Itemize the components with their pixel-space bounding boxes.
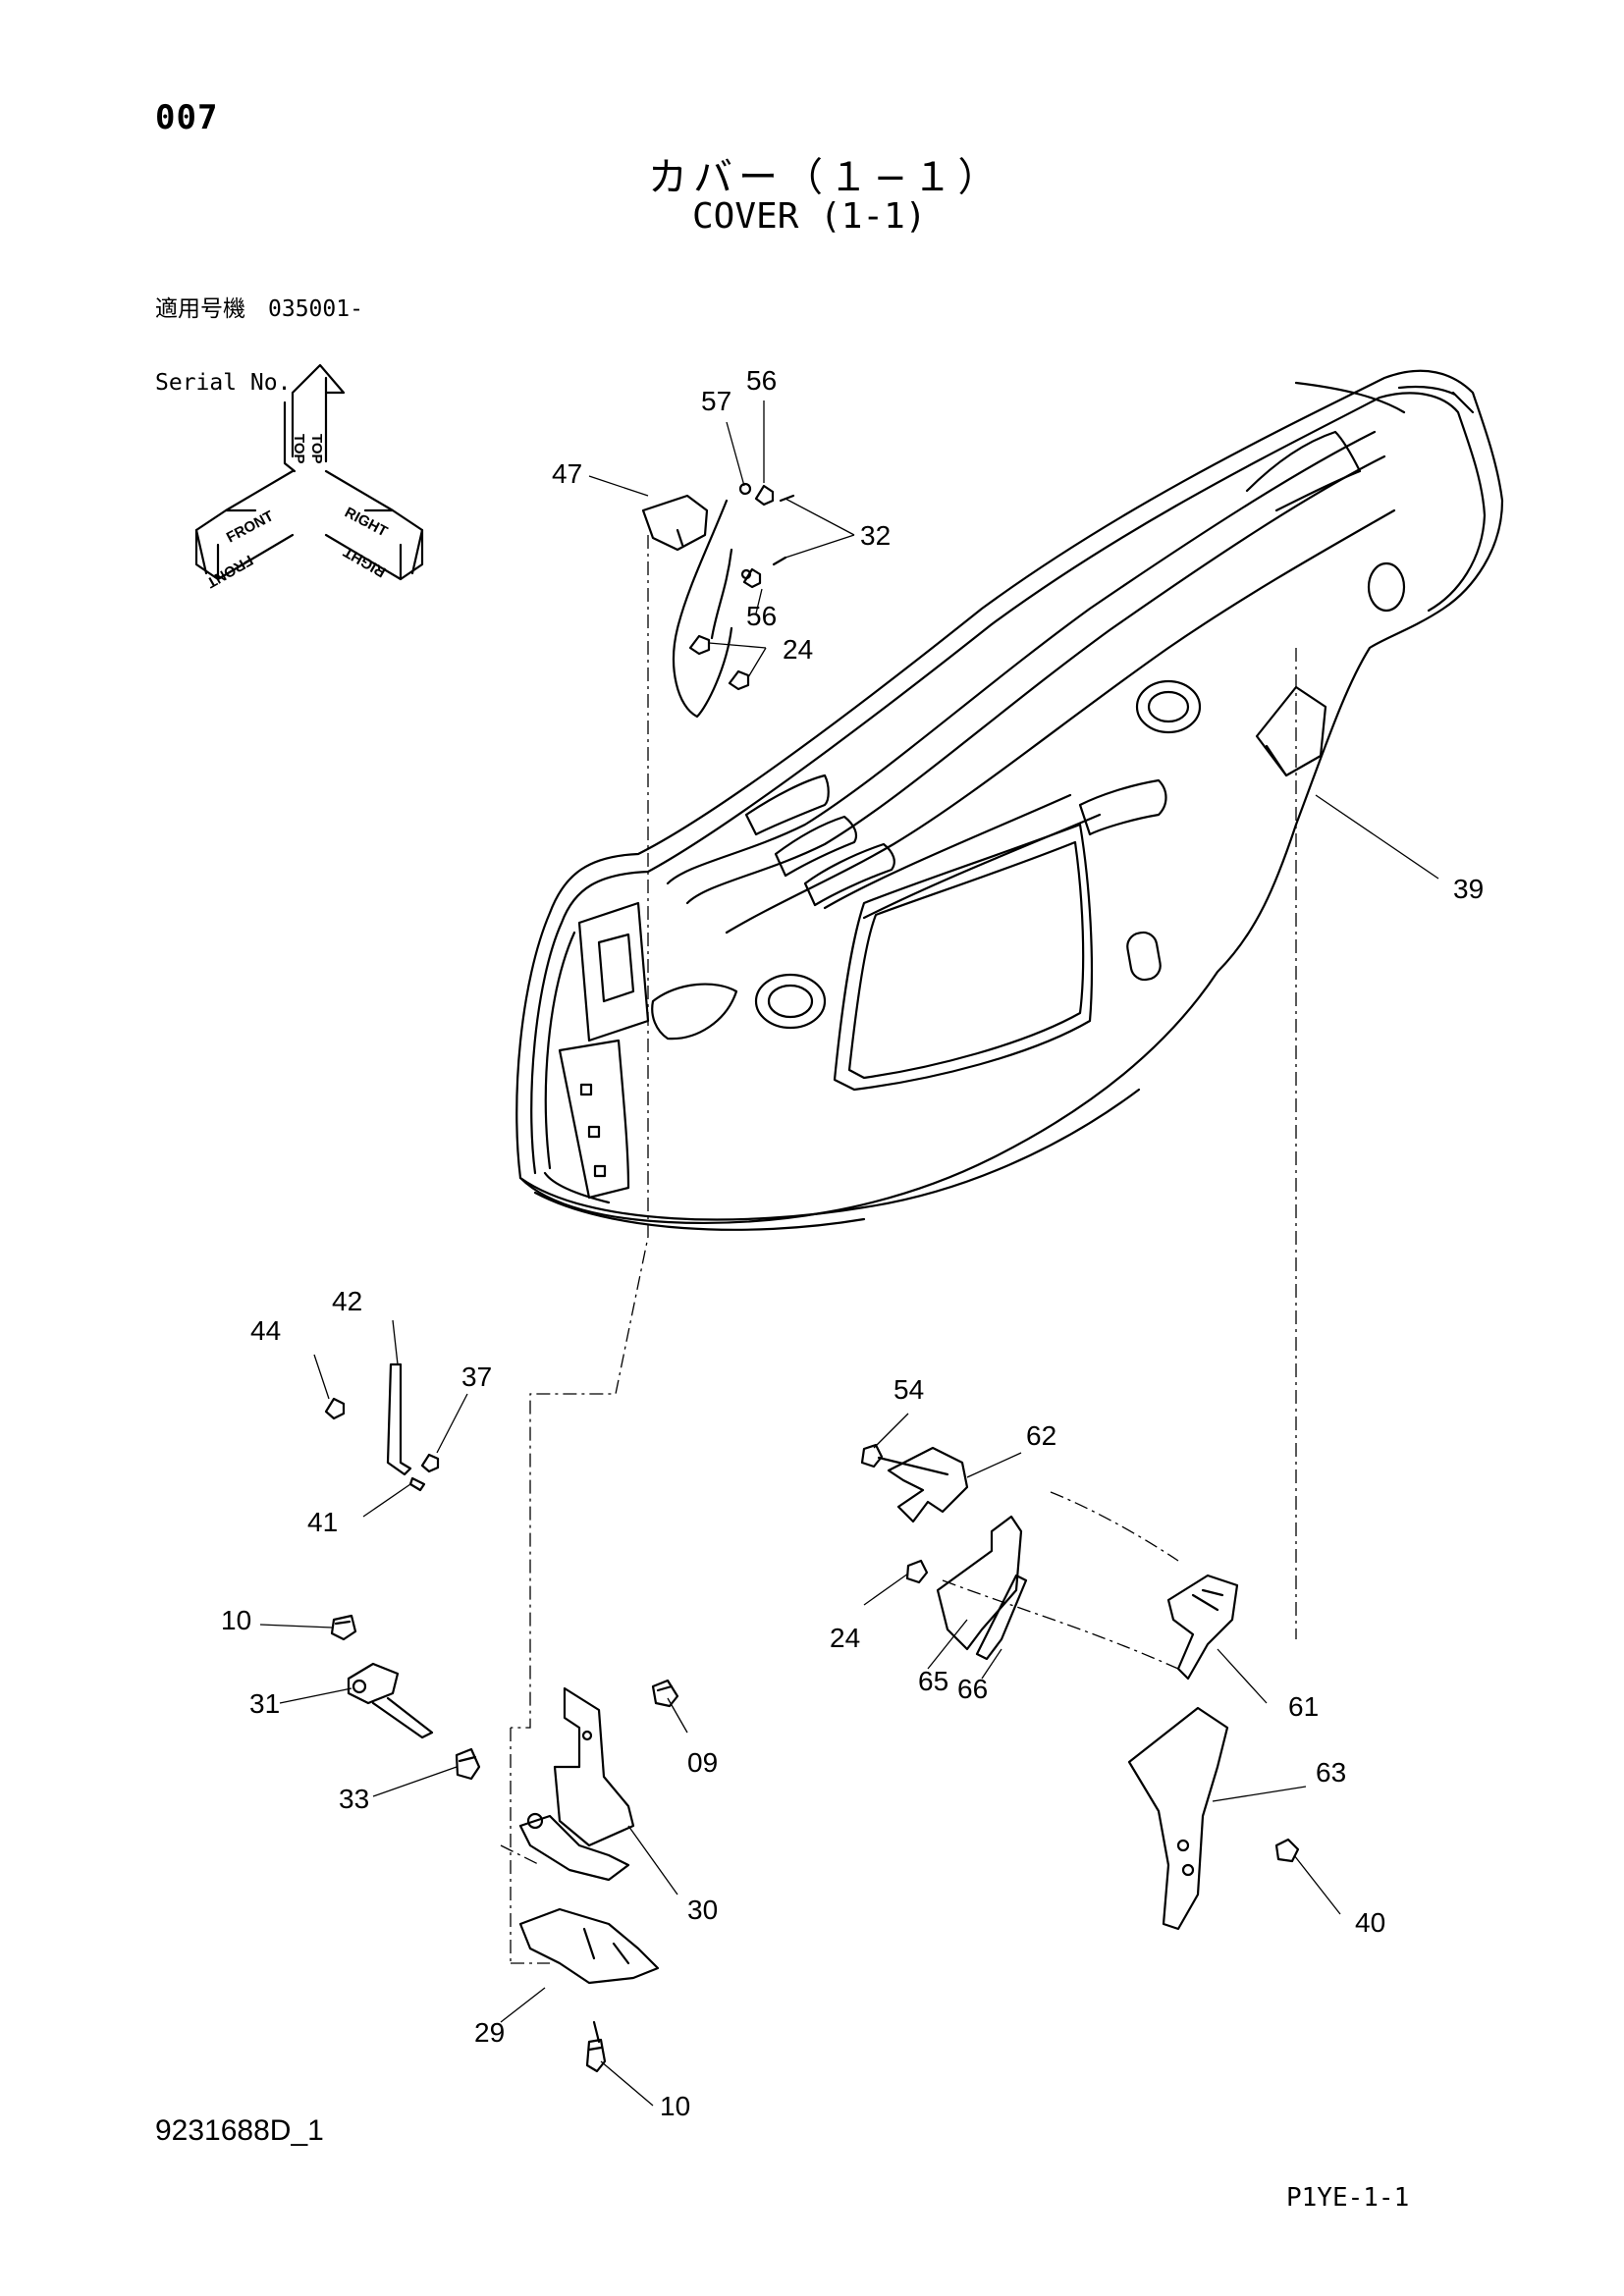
serial-block: 適用号機 035001- Serial No.: [155, 248, 363, 420]
callout-63: 63: [1316, 1757, 1346, 1788]
right-arrow: RIGHT RIGHT: [324, 469, 424, 580]
page-reference: P1YE-1-1: [1286, 2183, 1410, 2213]
right-label-mirror: RIGHT: [341, 543, 389, 580]
top-label: TOP: [291, 434, 307, 464]
title-japanese: カバー（１−１）: [648, 155, 1003, 200]
callout-56-bottom: 56: [746, 601, 777, 631]
callout-44: 44: [250, 1315, 281, 1346]
callout-62: 62: [1026, 1420, 1056, 1451]
callout-24-bottom: 24: [830, 1623, 860, 1653]
callout-54: 54: [893, 1374, 924, 1405]
callout-42: 42: [332, 1286, 362, 1316]
assembly-lines: [500, 535, 1297, 1964]
leader-lines: [259, 400, 1439, 2107]
callout-labels: 57 56 47 32 56 24 39 42 44 37 41 54 62 1…: [221, 365, 1484, 2121]
bracket-group: [860, 1443, 1300, 1931]
serial-label-en: Serial No.: [155, 370, 292, 396]
front-arrow: FRONT FRONT: [194, 469, 295, 592]
top-arrow: TOP TOP: [283, 363, 346, 473]
callout-47: 47: [552, 458, 582, 489]
latch-group: [330, 1614, 679, 2073]
orientation-indicator: TOP TOP FRONT FRONT RIGHT RIGHT: [194, 363, 424, 592]
main-cover: [515, 369, 1504, 1231]
callout-66: 66: [957, 1674, 988, 1704]
serial-label-jp: 適用号機 035001-: [155, 296, 363, 322]
page-number: 007: [155, 98, 219, 137]
callout-30: 30: [687, 1895, 718, 1925]
callout-40: 40: [1355, 1907, 1385, 1938]
callout-10-bottom: 10: [660, 2091, 690, 2121]
callout-33: 33: [339, 1784, 369, 1814]
callout-29: 29: [474, 2017, 505, 2048]
callout-39: 39: [1453, 874, 1484, 904]
title-english: COVER (1-1): [692, 196, 927, 237]
lock-rod-group: [324, 1362, 440, 1492]
callout-65: 65: [918, 1666, 948, 1696]
top-label-mirror: TOP: [308, 434, 325, 464]
front-label: FRONT: [224, 507, 277, 546]
callout-57: 57: [701, 386, 731, 416]
document-code: 9231688D_1: [155, 2114, 324, 2147]
callout-61: 61: [1288, 1691, 1319, 1722]
callout-32: 32: [860, 520, 891, 551]
callout-31: 31: [249, 1688, 280, 1719]
front-label-mirror: FRONT: [203, 552, 255, 592]
cable-assembly: [641, 482, 795, 719]
callout-41: 41: [307, 1507, 338, 1537]
callout-10-top: 10: [221, 1605, 251, 1635]
callout-09: 09: [687, 1747, 718, 1778]
callout-24-top: 24: [783, 634, 813, 665]
callout-37: 37: [461, 1362, 492, 1392]
callout-56-top: 56: [746, 365, 777, 396]
